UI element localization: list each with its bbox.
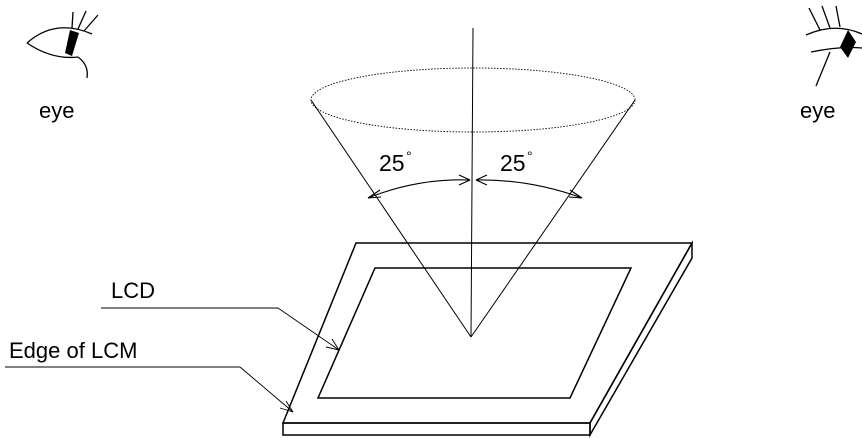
lcd-screen [316,267,633,399]
right-eye-icon [805,5,862,87]
lcd-leader-arrowhead [325,338,340,351]
edge-leader-arrowhead [279,400,294,413]
angle-right-degree: ° [527,148,533,164]
arrowhead-right-outer [568,189,583,199]
angle-left-value: 25 [379,150,405,176]
angle-arc-left [367,179,471,199]
arrowhead-right-inner [475,174,488,186]
cone-left-edge [310,99,472,338]
right-eye-label: eye [800,98,835,123]
edge-label: Edge of LCM [9,338,137,363]
lcm-right-face [589,240,693,438]
cone-right-edge [470,99,636,338]
arrowhead-left-inner [458,174,471,186]
cone-axis [470,27,474,338]
left-eye-label: eye [39,98,74,123]
arrowhead-left-outer [367,189,382,199]
lcm-module [281,240,694,438]
angle-left-degree: ° [406,148,412,164]
lcm-front-face [282,422,591,436]
lcd-leader [277,307,340,351]
angle-arc-right [475,179,583,199]
left-eye-icon [26,10,99,79]
lcd-label: LCD [111,278,155,303]
angle-right-value: 25 [500,150,526,176]
edge-leader [239,366,294,413]
